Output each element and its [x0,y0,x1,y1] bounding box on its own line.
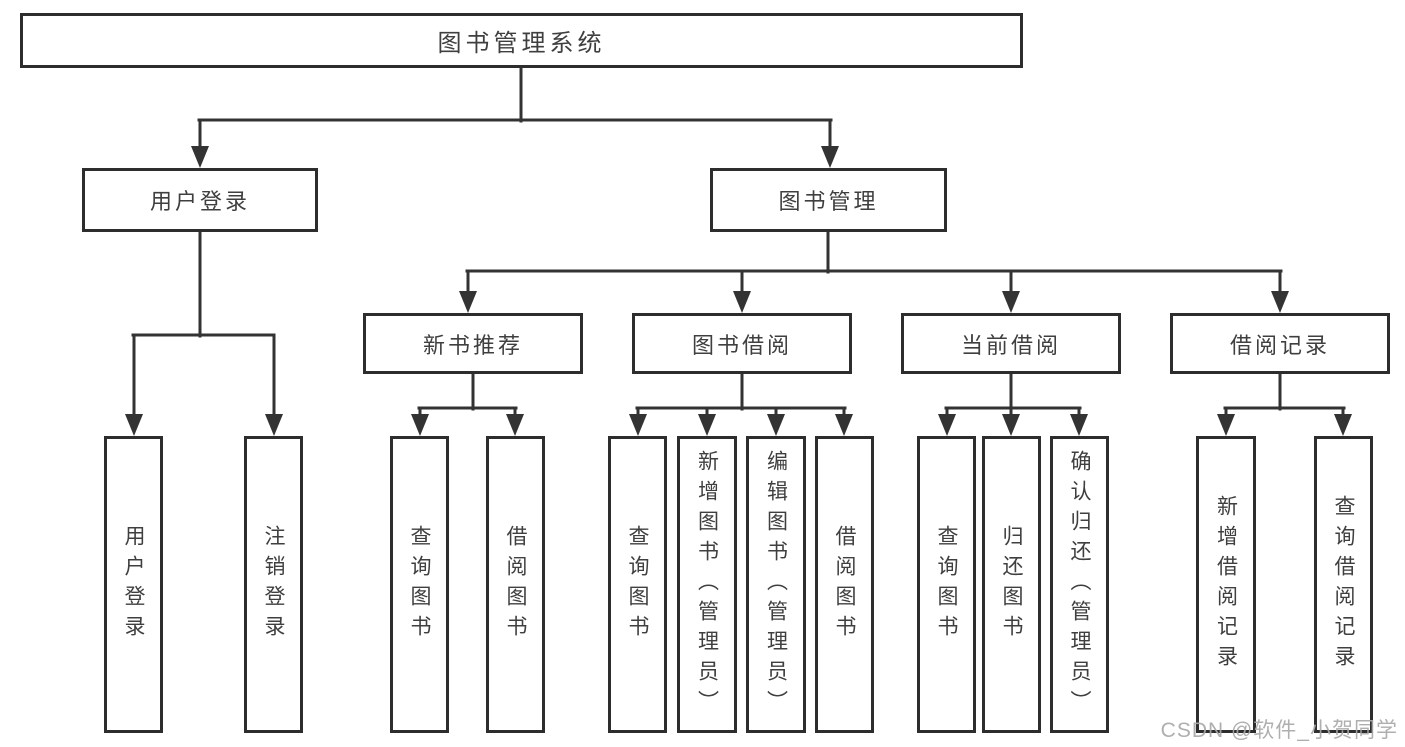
arrow-icon [459,291,477,313]
leaf-return-books: 归还图书 [982,436,1041,733]
arrow-icon [938,414,956,436]
connector-new-book [417,372,518,420]
connector-root [197,66,833,150]
node-label: 查询图书 [408,524,431,645]
arrow-icon [698,414,716,436]
leaf-query-borrow-record: 查询借阅记录 [1314,436,1373,733]
node-label: 借阅记录 [1229,332,1330,358]
leaf-confirm-return-admin: 确认归还（管理员） [1050,436,1109,733]
node-root: 图书管理系统 [20,13,1023,68]
node-label: 注销登录 [262,524,285,645]
arrow-icon [506,414,524,436]
watermark: CSDN @软件_小贺同学 [1160,719,1398,742]
leaf-query-books-current: 查询图书 [917,436,976,733]
node-label: 确认归还（管理员） [1068,449,1091,720]
arrow-icon [1334,414,1352,436]
leaf-user-login: 用户登录 [104,436,163,733]
arrow-icon [835,414,853,436]
node-label: 图书借阅 [691,332,792,358]
node-label: 借阅图书 [833,524,856,645]
arrow-icon [1070,414,1088,436]
leaf-borrow-books-borrowing: 借阅图书 [815,436,874,733]
arrowheads [125,146,1352,436]
arrow-icon [265,414,283,436]
node-book-management: 图书管理 [710,168,947,232]
node-label: 当前借阅 [960,332,1061,358]
arrow-icon [821,146,839,168]
arrow-icon [733,291,751,313]
node-label: 查询借阅记录 [1332,494,1355,675]
connector-records [1223,372,1346,420]
arrow-icon [1271,291,1289,313]
node-label: 查询图书 [626,524,649,645]
node-label: 用户登录 [149,189,250,214]
node-label: 编辑图书（管理员） [764,449,788,720]
arrow-icon [1002,291,1020,313]
arrow-icon [1002,414,1020,436]
node-label: 图书管理 [778,189,879,214]
arrow-icon [1217,414,1235,436]
leaf-query-books-borrowing: 查询图书 [608,436,667,733]
node-new-book-recommend: 新书推荐 [363,313,583,374]
arrow-icon [411,414,429,436]
arrow-icon [191,146,209,168]
node-label: 新书推荐 [422,332,523,358]
leaf-add-borrow-record: 新增借阅记录 [1196,436,1256,733]
leaf-query-books-recommend: 查询图书 [390,436,449,733]
node-label: 图书管理系统 [437,30,606,57]
node-label: 归还图书 [1000,524,1023,645]
node-label: 新增图书（管理员） [695,449,719,720]
node-label: 借阅图书 [504,524,527,645]
connector-user-login [131,230,276,418]
leaf-add-books-admin: 新增图书（管理员） [677,436,737,733]
leaf-borrow-books-recommend: 借阅图书 [486,436,545,733]
connector-borrowing [635,372,847,420]
node-label: 用户登录 [122,524,145,645]
node-user-login: 用户登录 [82,168,318,232]
arrow-icon [125,414,143,436]
node-book-borrowing: 图书借阅 [632,313,852,374]
connector-current [944,372,1082,420]
node-current-borrowing: 当前借阅 [901,313,1121,374]
arrow-icon [767,414,785,436]
node-borrowing-records: 借阅记录 [1170,313,1390,374]
connector-book-management [465,230,1283,295]
leaf-logout: 注销登录 [244,436,303,733]
node-label: 查询图书 [935,524,958,645]
node-label: 新增借阅记录 [1214,494,1238,675]
arrow-icon [629,414,647,436]
leaf-edit-books-admin: 编辑图书（管理员） [746,436,806,733]
